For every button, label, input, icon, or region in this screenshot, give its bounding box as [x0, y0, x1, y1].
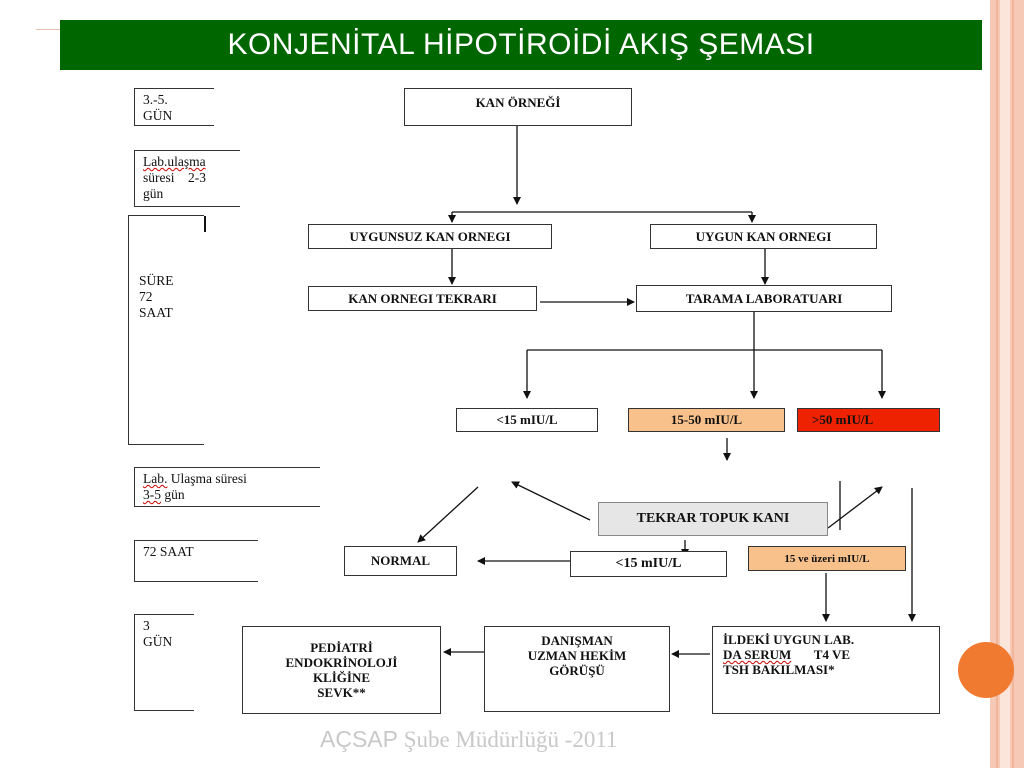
node-suitable-sample: UYGUN KAN ORNEGI — [650, 224, 877, 249]
node-retest-low: <15 mIU/L — [570, 551, 727, 577]
node-normal: NORMAL — [344, 546, 457, 576]
title-accent-line — [36, 29, 60, 30]
node-range-low: <15 mIU/L — [456, 408, 598, 432]
node-retest-high: 15 ve üzeri mIU/L — [748, 546, 906, 571]
side-label-text: Ulaşma süresi — [167, 471, 247, 486]
side-label-line: Lab. Ulaşma süresi — [143, 471, 320, 487]
side-label-line: SÜRE — [139, 273, 174, 288]
side-label-duration-72: SÜRE 72 SAAT — [128, 215, 204, 445]
side-label-line: 72 — [139, 289, 153, 304]
side-label-text: gün — [161, 487, 185, 502]
node-repeat-sample: KAN ORNEGI TEKRARI — [308, 286, 537, 311]
title-bar: KONJENİTAL HİPOTİROİDİ AKIŞ ŞEMASI — [60, 20, 982, 70]
side-label-day-3: 3 GÜN — [134, 614, 194, 711]
node-range-mid: 15-50 mIU/L — [628, 408, 785, 432]
node-line: SEVK** — [317, 685, 366, 700]
node-line: ENDOKRİNOLOJİ — [285, 655, 398, 670]
node-range-high: >50 mIU/L — [797, 408, 940, 432]
node-line: GÖRÜŞÜ — [549, 663, 605, 678]
side-label-line: gün — [143, 186, 164, 201]
node-repeat-heel: TEKRAR TOPUK KANI — [598, 502, 828, 536]
side-label-line: 3-5 gün — [143, 487, 320, 503]
node-line: UZMAN HEKİM — [527, 648, 627, 663]
underlined-text: Lab.ulaşma — [143, 154, 206, 169]
right-stripe-line — [1012, 0, 1014, 768]
underlined-text: 3-5 — [143, 487, 161, 502]
side-label-line: 72 SAAT — [143, 544, 194, 559]
footer-text: Şube Müdürlüğü -2011 — [397, 727, 618, 752]
node-line: DANIŞMAN — [541, 633, 613, 648]
side-label-line: GÜN — [143, 108, 173, 123]
node-line: İLDEKİ UYGUN LAB. — [723, 632, 855, 647]
decorative-circle — [958, 642, 1014, 698]
page-title: KONJENİTAL HİPOTİROİDİ AKIŞ ŞEMASI — [227, 28, 815, 61]
right-stripe-inner — [1000, 0, 1010, 768]
side-label-lab-arrival-2: Lab. Ulaşma süresi 3-5 gün — [134, 467, 320, 507]
side-label-line: GÜN — [143, 634, 173, 649]
right-stripe-line — [996, 0, 998, 768]
underlined-text: Lab. — [143, 471, 168, 486]
side-label-line: SAAT — [139, 305, 173, 320]
side-label-line: süresi 2-3 — [143, 170, 206, 185]
node-line: KLİĞİNE — [312, 670, 371, 685]
side-label-line: 3.-5. — [143, 92, 168, 107]
underlined-text: DA SERUM — [723, 647, 792, 662]
node-blood-sample: KAN ÖRNEĞİ — [404, 88, 632, 126]
node-serum-test: İLDEKİ UYGUN LAB. DA SERUM T4 VE TSH BAK… — [712, 626, 940, 714]
node-line: TSH BAKILMASI* — [723, 662, 835, 677]
side-label-line: 3 — [143, 618, 150, 633]
node-consultant: DANIŞMAN UZMAN HEKİM GÖRÜŞÜ — [484, 626, 670, 712]
footer-org: AÇSAP — [320, 726, 398, 752]
node-pediatric-referral: PEDİATRİ ENDOKRİNOLOJİ KLİĞİNE SEVK** — [242, 626, 441, 714]
side-label-hours-72: 72 SAAT — [134, 540, 258, 582]
node-unsuitable-sample: UYGUNSUZ KAN ORNEGI — [308, 224, 552, 249]
node-line: PEDİATRİ — [310, 640, 373, 655]
node-text: T4 VE — [791, 647, 851, 662]
node-screening-lab: TARAMA LABORATUARI — [636, 285, 892, 312]
side-label-day-3-5: 3.-5. GÜN — [134, 88, 214, 126]
footer: AÇSAP Şube Müdürlüğü -2011 — [320, 726, 740, 753]
side-label-line: Lab.ulaşma — [143, 154, 240, 170]
node-line: DA SERUM T4 VE — [723, 647, 850, 662]
side-label-lab-arrival-1: Lab.ulaşma süresi 2-3 gün — [134, 150, 240, 207]
